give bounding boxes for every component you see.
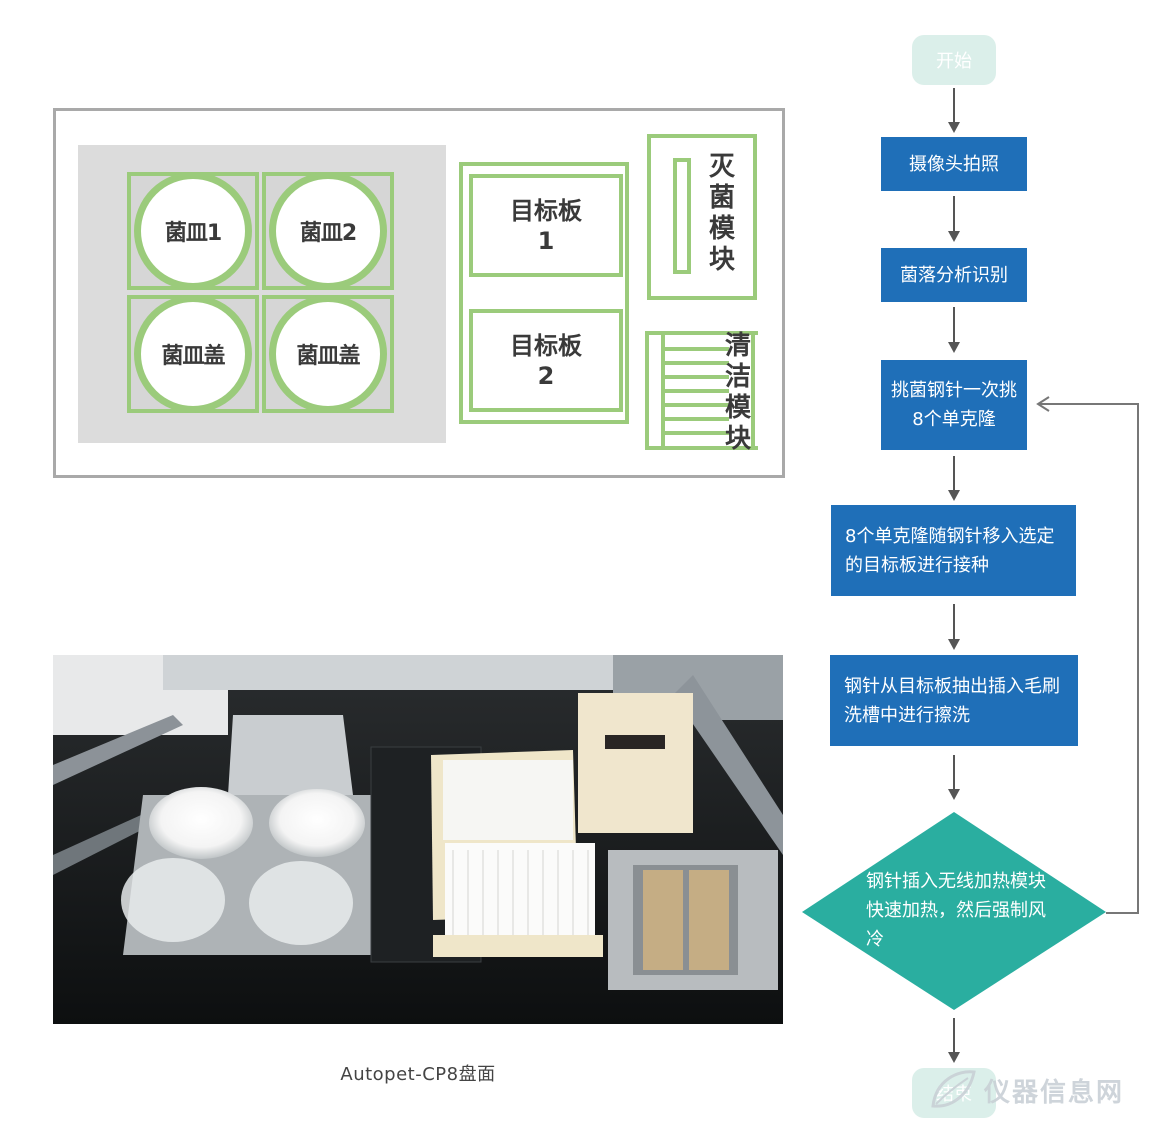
- deck-photo: [53, 655, 783, 1024]
- dish-cell: 菌皿1: [127, 172, 259, 290]
- target-plate-2: 目标板 2: [469, 309, 623, 412]
- start-terminal: 开始: [912, 35, 996, 85]
- step-colony-analysis: 菌落分析识别: [881, 248, 1027, 302]
- decision-text: 钢针插入无线加热模块快速加热，然后强制风冷: [866, 871, 1046, 950]
- target-plate-1-name: 目标板: [510, 196, 582, 225]
- brush-bristles-icon: [661, 335, 729, 447]
- step-pick-colonies: 挑菌钢针一次挑8个单克隆: [881, 360, 1027, 450]
- clean-module-label: 清洁模块: [724, 331, 751, 454]
- arrow-down-icon: [948, 639, 960, 650]
- dish-cell: 菌皿2: [262, 172, 394, 290]
- arrow-down-icon: [948, 342, 960, 353]
- petri-dish-1: 菌皿1: [134, 172, 252, 290]
- petri-dish-2: 菌皿2: [269, 172, 387, 290]
- target-plate-1: 目标板 1: [469, 174, 623, 277]
- arrow-down-icon: [948, 789, 960, 800]
- dish-cell: 菌皿盖: [262, 295, 394, 413]
- arrow-line: [953, 1018, 955, 1052]
- decision-diamond: [802, 812, 1106, 1010]
- loop-back-arrow: [1036, 396, 1139, 914]
- step-capture-image: 摄像头拍照: [881, 137, 1027, 191]
- sterilize-module-label: 灭菌模块: [708, 152, 735, 275]
- watermark-logo: 仪器信息网: [928, 1062, 1153, 1122]
- arrow-down-icon: [948, 1052, 960, 1063]
- watermark-text: 仪器信息网: [984, 1078, 1125, 1108]
- arrow-line: [953, 307, 955, 342]
- arrow-down-icon: [948, 231, 960, 242]
- heater-slot: [673, 158, 691, 274]
- watermark-leaf-icon: [931, 1070, 976, 1108]
- target-plate-2-number: 2: [537, 361, 555, 390]
- sterilize-module: 灭菌模块: [647, 134, 757, 300]
- arrow-line: [953, 755, 955, 789]
- arrow-line: [953, 196, 955, 231]
- step-inoculate: 8个单克隆随钢针移入选定的目标板进行接种: [831, 505, 1076, 596]
- clean-module: 清洁模块: [645, 331, 758, 454]
- dish-cell: 菌皿盖: [127, 295, 259, 413]
- arrow-line: [953, 456, 955, 490]
- petri-dish-lid-1: 菌皿盖: [134, 295, 252, 413]
- arrow-line: [953, 604, 955, 639]
- photo-caption: Autopet-CP8盘面: [340, 1064, 496, 1085]
- deck-photo-illustration: [53, 655, 783, 1024]
- arrow-line: [953, 88, 955, 122]
- arrow-down-icon: [948, 122, 960, 133]
- clean-module-edge: [751, 335, 755, 447]
- target-plate-2-name: 目标板: [510, 331, 582, 360]
- target-plate-1-number: 1: [537, 226, 555, 255]
- petri-dish-lid-2: 菌皿盖: [269, 295, 387, 413]
- step-brush-wash: 钢针从目标板抽出插入毛刷洗槽中进行擦洗: [830, 655, 1078, 746]
- arrow-down-icon: [948, 490, 960, 501]
